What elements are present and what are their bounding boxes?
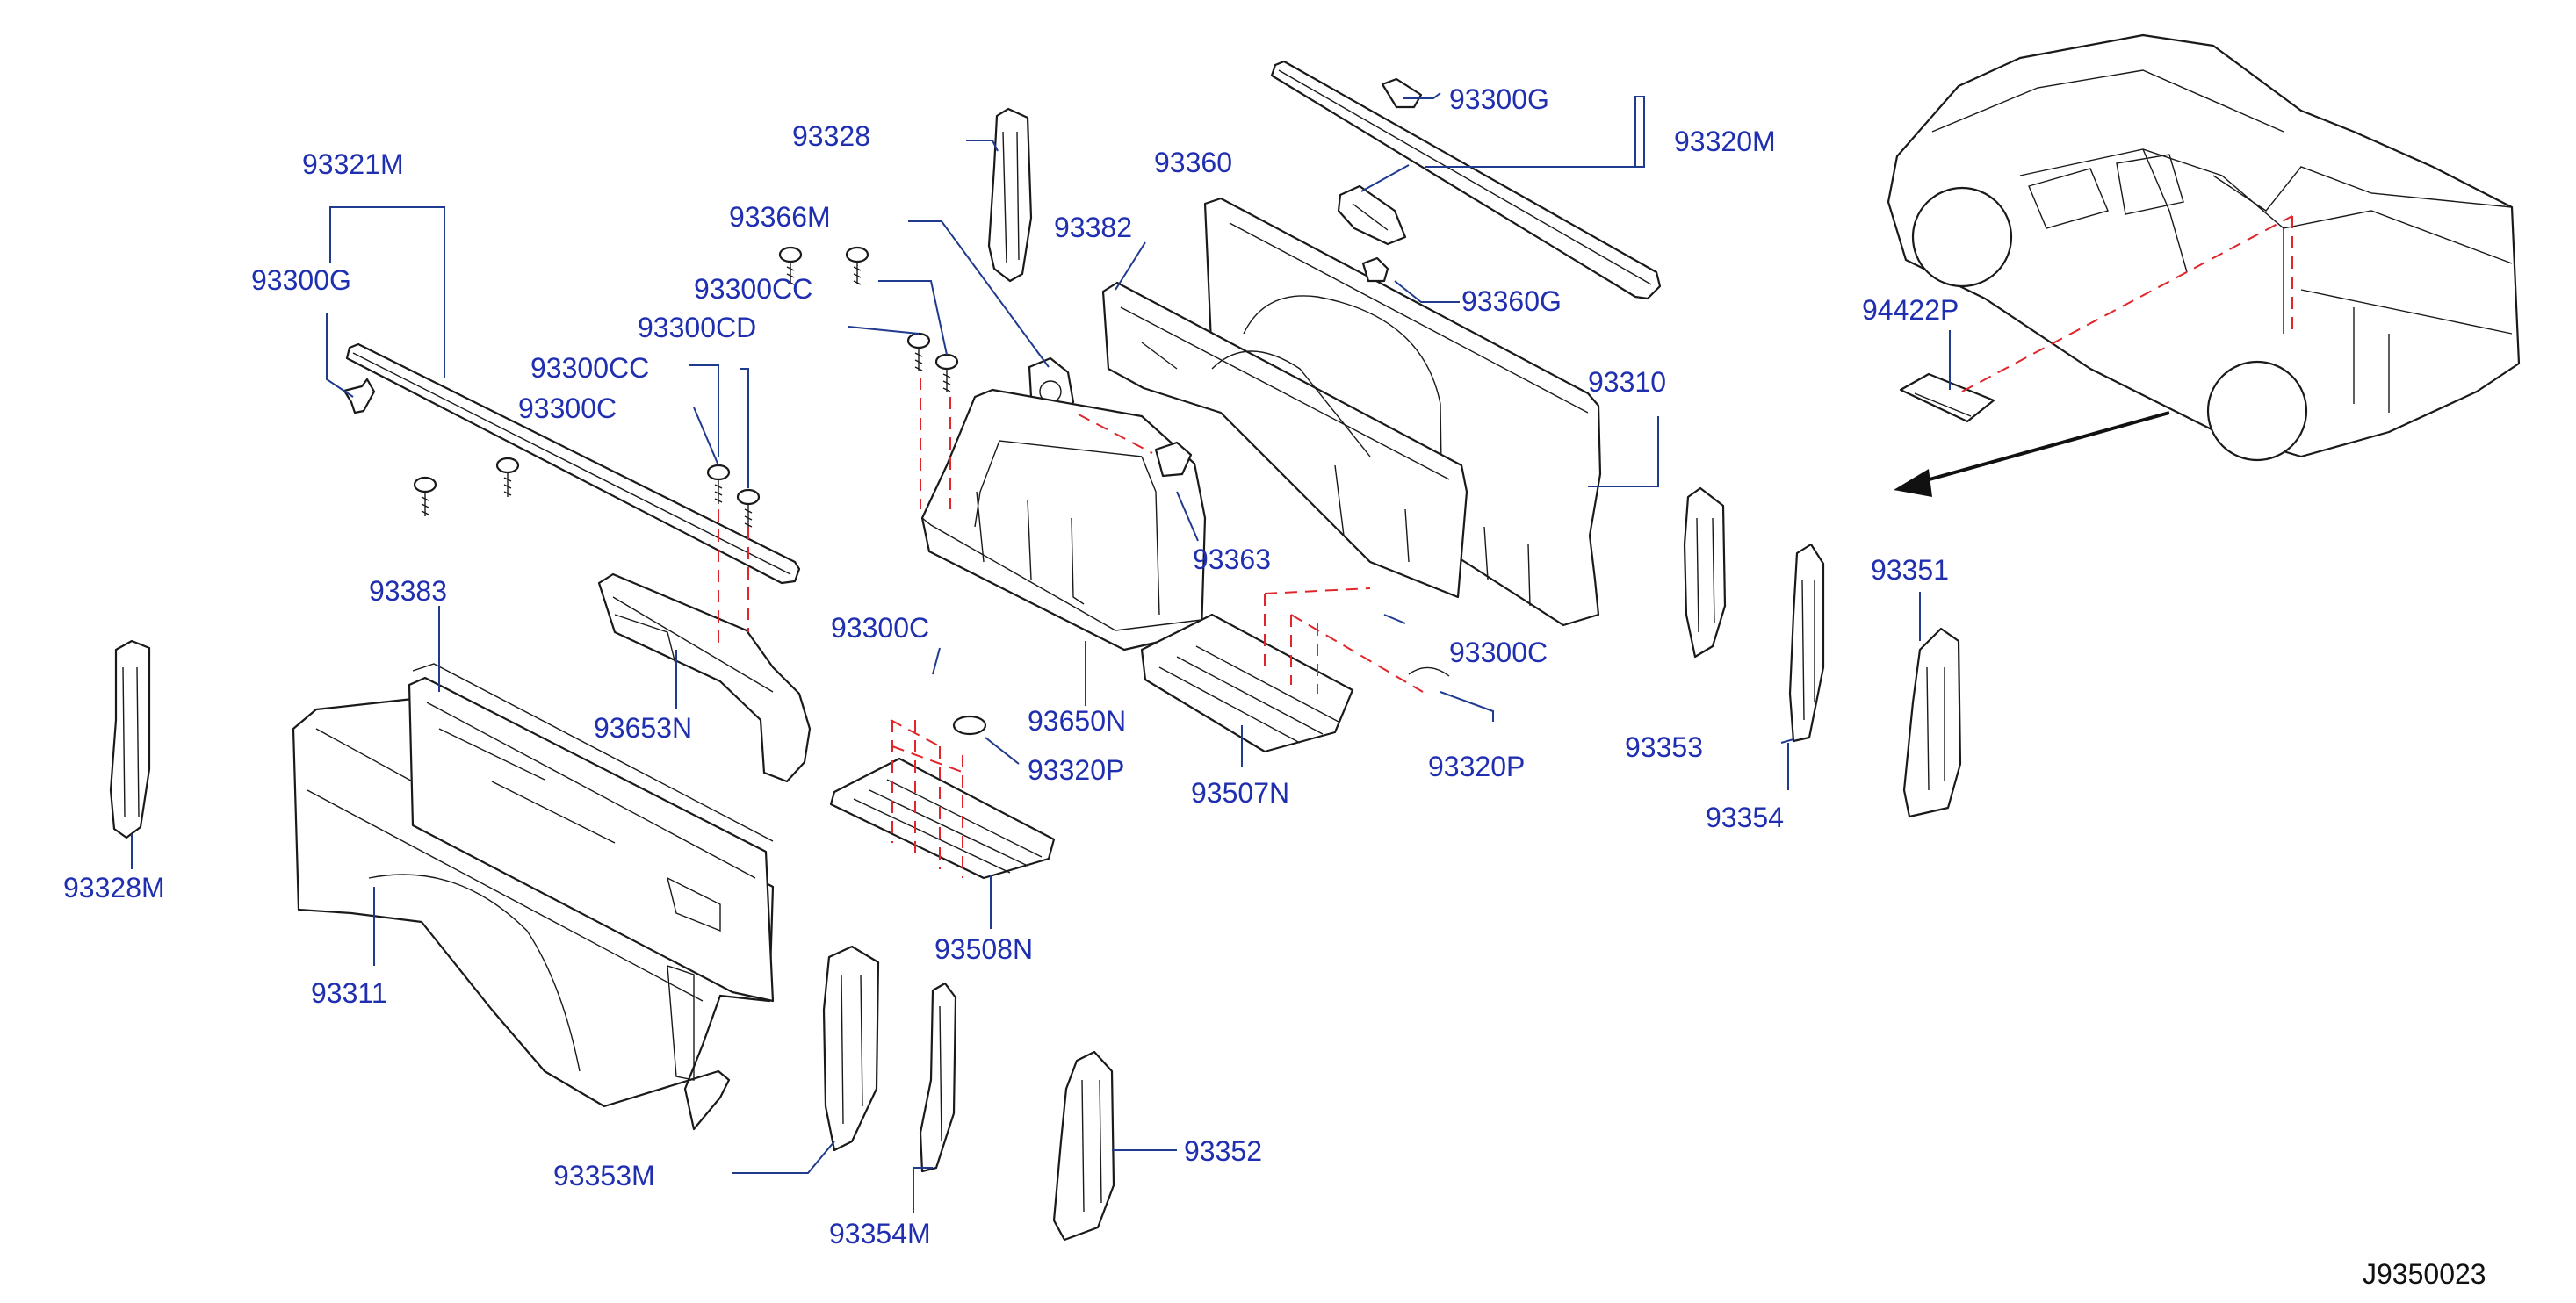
pad-94422p — [1899, 372, 1995, 423]
label-93653n: 93653N — [594, 712, 692, 744]
label-93353m: 93353M — [553, 1160, 655, 1191]
label-93320m: 93320M — [1674, 126, 1776, 157]
leader-lines — [131, 92, 1951, 1213]
label-93300c-left: 93300C — [518, 392, 617, 424]
plug-93320p-center — [952, 715, 987, 736]
label-93300cc-top: 93300CC — [694, 273, 812, 305]
direction-arrow — [1894, 411, 2170, 497]
bracket-93328m — [109, 639, 151, 839]
bracket-93353m — [822, 945, 880, 1152]
label-93300c-center: 93300C — [831, 612, 929, 644]
label-93363: 93363 — [1193, 544, 1271, 575]
label-93351: 93351 — [1871, 554, 1949, 586]
label-93320p-center: 93320P — [1028, 754, 1124, 786]
label-93360g: 93360G — [1461, 285, 1562, 317]
label-93300g-right: 93300G — [1449, 83, 1549, 115]
cover-93360 — [1337, 184, 1407, 246]
label-93353: 93353 — [1625, 731, 1703, 763]
bracket-93353 — [1683, 486, 1727, 659]
bolts-left — [413, 457, 761, 529]
panel-93382 — [1101, 281, 1468, 599]
bracket-93354m — [919, 982, 957, 1173]
plug-93360g — [1361, 256, 1389, 283]
strip-93383 — [412, 663, 774, 842]
floor-93508n — [829, 757, 1056, 880]
bracket-93351 — [1902, 627, 1962, 818]
clip-93300g-right — [1381, 77, 1423, 109]
panel-93311 — [292, 676, 775, 1131]
label-93507n: 93507N — [1191, 777, 1289, 809]
label-93321m: 93321M — [302, 148, 404, 180]
rail-93320m — [1270, 60, 1662, 300]
label-93650n: 93650N — [1028, 705, 1126, 737]
truck-illustration — [1887, 33, 2521, 462]
label-93354m: 93354M — [829, 1218, 931, 1249]
label-93300g-left: 93300G — [251, 264, 351, 296]
label-93320p-right: 93320P — [1428, 751, 1525, 782]
floor-93507n — [1140, 613, 1354, 753]
clip-93363 — [1154, 441, 1193, 478]
label-93352: 93352 — [1184, 1135, 1262, 1167]
panel-93653n — [597, 572, 812, 783]
label-93311: 93311 — [311, 977, 387, 1009]
bracket-93354 — [1788, 543, 1825, 743]
label-93360: 93360 — [1154, 147, 1232, 178]
bracket-93352 — [1052, 1050, 1115, 1242]
hidden-lines — [718, 215, 2293, 878]
label-93366m: 93366M — [729, 201, 831, 233]
label-93328m: 93328M — [63, 872, 165, 903]
label-93300c-right: 93300C — [1449, 637, 1548, 668]
label-93310: 93310 — [1588, 366, 1666, 398]
label-93508n: 93508N — [934, 933, 1033, 965]
label-94422p: 94422P — [1862, 294, 1959, 326]
label-93300cc-mid: 93300CC — [530, 352, 649, 384]
label-93383: 93383 — [369, 575, 447, 607]
bracket-93328 — [987, 107, 1033, 283]
wheelhouse-93650n — [920, 388, 1207, 652]
label-93382: 93382 — [1054, 212, 1132, 243]
diagram-code: J9350023 — [2363, 1258, 2486, 1290]
label-93328: 93328 — [792, 120, 870, 152]
plug-93320p-right — [1408, 666, 1450, 677]
label-93354: 93354 — [1706, 802, 1784, 833]
label-93300cd: 93300CD — [638, 312, 756, 343]
clip-93300g-left — [343, 378, 376, 414]
bolts-center — [778, 246, 959, 392]
